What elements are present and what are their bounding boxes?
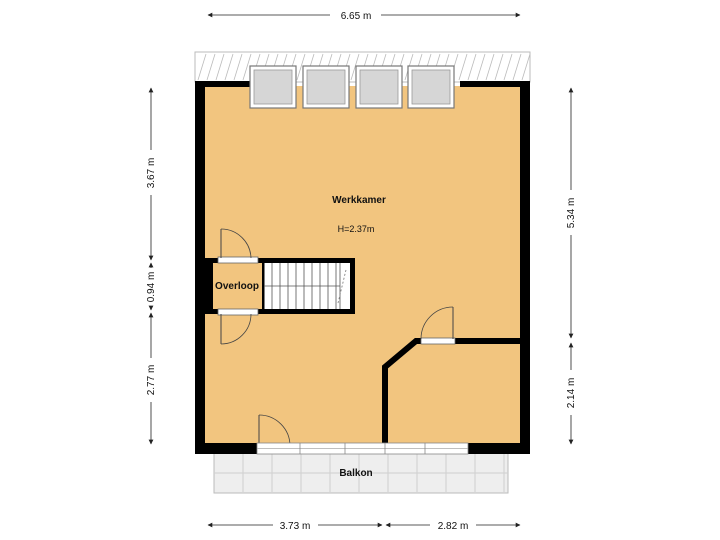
stairs [263,261,353,311]
balcony-door [258,414,291,447]
bottom-windows [256,442,469,455]
interior-walls [382,338,520,448]
dimension-top-width: 6.65 m [341,11,372,22]
dimension-right-bottom: 2.14 m [566,378,577,409]
room-label-landing: Overloop [215,281,259,292]
balcony-terrace [213,452,509,494]
skylight [355,65,403,109]
landing-walls [205,258,355,314]
dimension-left-top: 3.67 m [146,158,157,189]
skylight [302,65,350,109]
skylights [249,65,455,109]
landing-area [205,262,262,310]
dimension-bottom-right: 2.82 m [438,521,469,532]
landing-door-top [217,228,259,264]
dimension-lines [148,12,574,528]
skylight [407,65,455,109]
room-height-label: H=2.37m [338,224,375,234]
dimension-right-top: 5.34 m [566,198,577,229]
skylight [249,65,297,109]
room-label-main: Werkkamer [332,195,386,206]
room-label-balcony: Balkon [339,468,372,479]
outer-walls [195,81,530,454]
floor-area [205,86,520,443]
dimension-left-bottom: 2.77 m [146,365,157,396]
dimension-left-middle: 0.94 m [146,272,157,303]
interior-door [420,306,456,345]
landing-door-bottom [217,308,259,345]
dimension-bottom-left: 3.73 m [280,521,311,532]
